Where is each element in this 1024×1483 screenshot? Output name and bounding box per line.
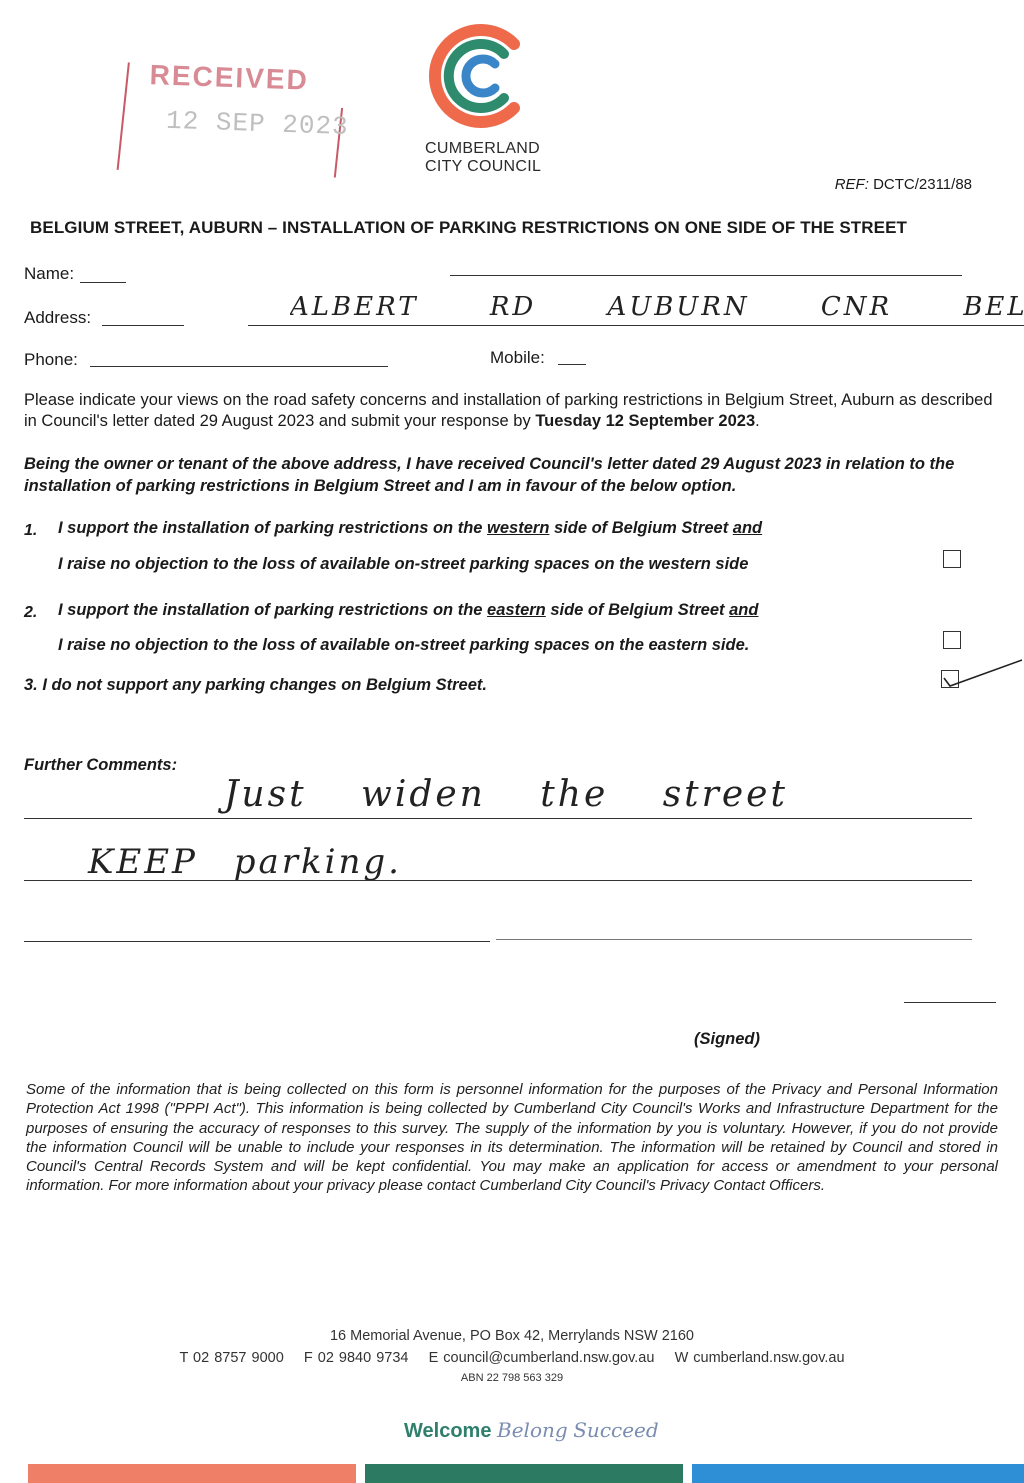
document-title: BELGIUM STREET, AUBURN – INSTALLATION OF… <box>30 218 907 237</box>
footer-phone: T 02 8757 9000 <box>179 1350 284 1366</box>
footer-band-blue <box>692 1464 1024 1483</box>
stamp-date: 12 SEP 2023 <box>165 105 350 143</box>
footer-abn: ABN 22 798 563 329 <box>460 1372 564 1384</box>
comment-line-2[interactable] <box>24 880 972 881</box>
option-1-side: western <box>487 519 550 537</box>
tagline-succeed: Succeed <box>573 1418 659 1442</box>
intro-paragraph: Please indicate your views on the road s… <box>24 390 999 432</box>
option-1-checkbox[interactable] <box>943 550 961 568</box>
signed-label: (Signed) <box>694 1030 760 1048</box>
privacy-statement: Some of the information that is being co… <box>26 1081 998 1195</box>
council-tagline: Welcome Belong Succeed <box>404 1418 659 1443</box>
intro-text: Please indicate your views on the road s… <box>24 391 993 430</box>
footer-band-orange <box>28 1464 356 1483</box>
footer-fax: F 02 9840 9734 <box>303 1350 409 1366</box>
intro-end: . <box>755 412 760 430</box>
phone-label: Phone: <box>24 350 78 369</box>
option-2-line2: I raise no objection to the loss of avai… <box>58 636 750 654</box>
option-1-line2: I raise no objection to the loss of avai… <box>58 555 749 573</box>
mobile-field-line[interactable] <box>558 364 586 365</box>
footer-band-green <box>365 1464 683 1483</box>
org-name-line1: CUMBERLAND <box>425 140 541 157</box>
received-stamp: RECEIVED 12 SEP 2023 <box>110 56 354 194</box>
option-3-checkbox[interactable] <box>941 670 959 688</box>
address-field-line[interactable] <box>248 325 1024 326</box>
stamp-label: RECEIVED <box>149 59 310 96</box>
mobile-label: Mobile: <box>490 348 545 367</box>
comment-line-3a[interactable] <box>24 941 490 942</box>
option-2-line1: I support the installation of parking re… <box>58 601 759 619</box>
further-comments-label: Further Comments: <box>24 756 178 774</box>
declaration-paragraph: Being the owner or tenant of the above a… <box>24 455 955 495</box>
tagline-welcome: Welcome <box>404 1420 492 1442</box>
comment-handwritten-line1: Just widen the street <box>224 774 788 815</box>
reference-prefix: REF: <box>834 176 869 193</box>
comment-line-1[interactable] <box>24 818 972 819</box>
option-1-number: 1. <box>24 522 38 539</box>
comment-line-3b[interactable] <box>496 939 972 940</box>
council-logo-icon <box>429 24 520 128</box>
option-1-line1: I support the installation of parking re… <box>58 519 763 537</box>
address-label: Address: <box>24 308 92 327</box>
name-label: Name: <box>24 264 75 283</box>
name-field-line-short <box>80 282 126 283</box>
signature-line[interactable] <box>904 1002 996 1003</box>
reference-number: REF: DCTC/2311/88 <box>835 176 972 193</box>
option-2-number: 2. <box>24 604 38 621</box>
option-3-text: 3. I do not support any parking changes … <box>24 676 487 694</box>
response-deadline: Tuesday 12 September 2023 <box>535 412 756 430</box>
address-field-line-short <box>102 325 184 326</box>
option-2-checkbox[interactable] <box>943 631 961 649</box>
footer-address: 16 Memorial Avenue, PO Box 42, Merryland… <box>329 1328 694 1344</box>
reference-value: DCTC/2311/88 <box>873 176 972 193</box>
option-3-check-mark-icon <box>943 659 1023 687</box>
phone-field-line[interactable] <box>90 366 388 367</box>
comment-handwritten-line2: KEEP parking. <box>88 842 402 882</box>
org-name-line2: CITY COUNCIL <box>425 158 542 175</box>
footer-website[interactable]: W cumberland.nsw.gov.au <box>674 1350 845 1366</box>
address-handwritten: ALBERT RD AUBURN CNR BELG <box>290 292 1024 322</box>
option-2-side: eastern <box>487 601 546 619</box>
name-field-line[interactable] <box>450 275 962 276</box>
tagline-belong: Belong <box>497 1418 568 1442</box>
footer-email[interactable]: E council@cumberland.nsw.gov.au <box>428 1350 655 1366</box>
stamp-border-left <box>116 62 130 171</box>
footer-contacts: T 02 8757 9000 F 02 9840 9734 E council@… <box>0 1350 1024 1366</box>
